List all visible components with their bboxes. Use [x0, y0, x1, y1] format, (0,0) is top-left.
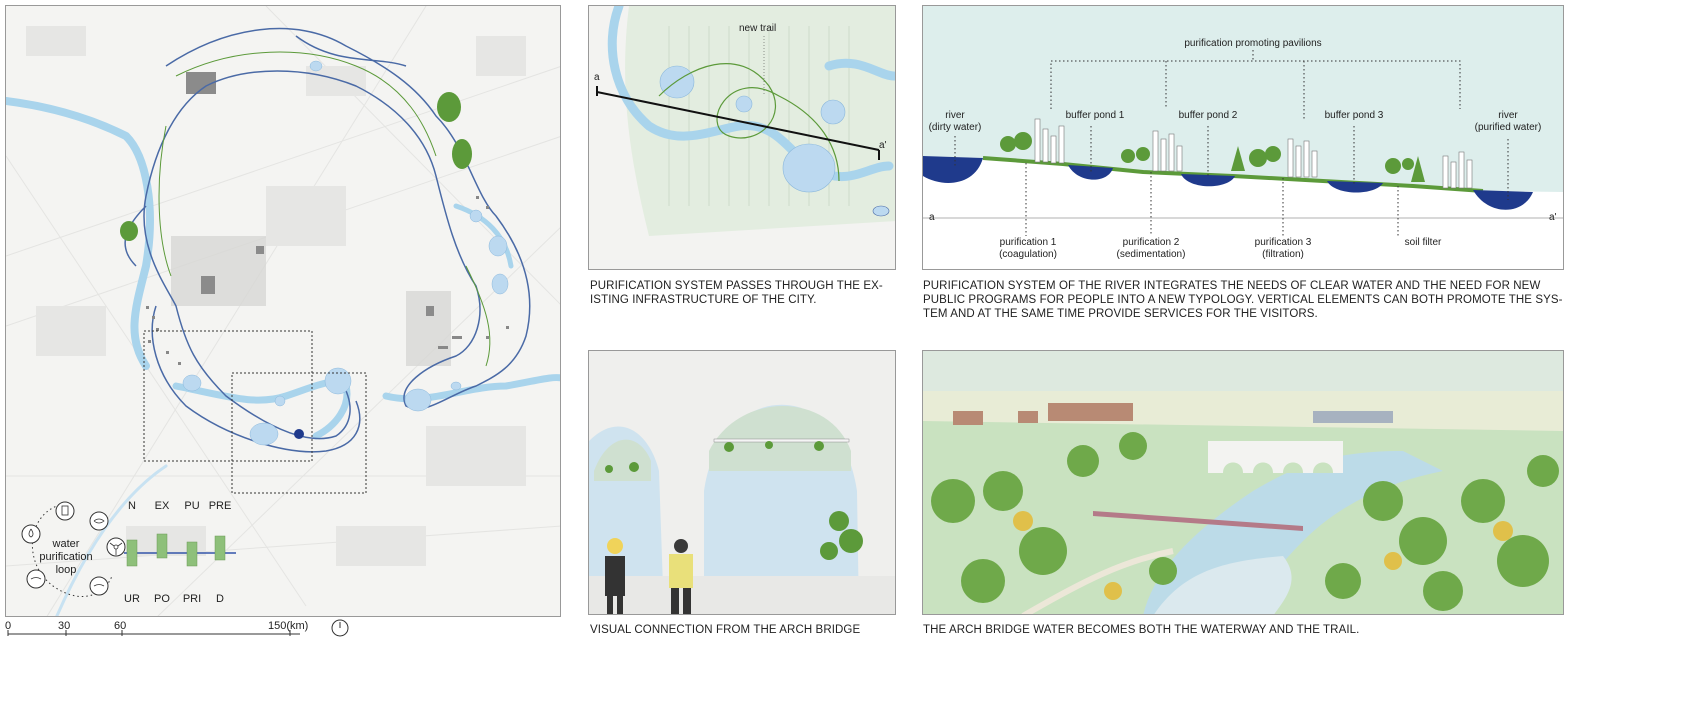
legend-loop: water purification loop — [21, 501, 126, 597]
green-trail — [158, 51, 491, 367]
pavilion-leaders — [1050, 50, 1461, 121]
scale-30: 30 — [58, 620, 70, 632]
section-label-a: a — [929, 212, 935, 223]
code-pre: PRE — [209, 500, 232, 512]
fish-tank-icon — [89, 576, 109, 596]
code-ex: EX — [155, 500, 170, 512]
purification-2: purification 2 — [1123, 237, 1180, 248]
dark-pond — [294, 429, 304, 439]
buffer-pond-1: buffer pond 1 — [1066, 110, 1125, 121]
aerial-illustration — [923, 351, 1563, 614]
molecule-icon — [106, 537, 126, 557]
buffer-pond-2: buffer pond 2 — [1179, 110, 1238, 121]
zoom-frame-2 — [231, 372, 367, 494]
settlement-dots — [146, 196, 509, 365]
loop-label-1: water — [52, 538, 80, 550]
scale-0: 0 — [5, 620, 11, 632]
zoom-frame-1 — [143, 330, 313, 462]
purification-3: purification 3 — [1255, 237, 1312, 248]
river-purified-2: (purified water) — [1475, 122, 1542, 133]
purification-1-sub: (coagulation) — [999, 249, 1057, 260]
legend-bars: N EX PU PRE UR PO PRI D — [124, 500, 236, 605]
aerial-caption: THE ARCH BRIDGE WATER BECOMES BOTH THE W… — [923, 624, 1360, 636]
code-d: D — [216, 593, 224, 605]
river-dirty-1: river — [945, 110, 965, 121]
section-caption: PURIFICATION SYSTEM OF THE RIVER INTEGRA… — [923, 280, 1563, 320]
loop-label-2: purification — [39, 551, 92, 563]
scale-60: 60 — [114, 620, 126, 632]
purification-1: purification 1 — [1000, 237, 1057, 248]
urban-zones — [171, 236, 451, 366]
bridge-view-caption: VISUAL CONNECTION FROM THE ARCH BRIDGE — [590, 624, 861, 636]
document-icon — [55, 501, 75, 521]
plan-drawing: new trail a a' — [589, 6, 895, 269]
person-left — [605, 538, 625, 614]
north-icon — [872, 205, 890, 217]
pond-icon — [26, 569, 46, 589]
plan-panel: new trail a a' — [588, 5, 896, 270]
park-area — [625, 6, 895, 236]
plan-caption: PURIFICATION SYSTEM PASSES THROUGH THE E… — [590, 280, 883, 306]
drop-icon — [21, 524, 41, 544]
code-po: PO — [154, 593, 170, 605]
river-dirty-2: (dirty water) — [929, 122, 982, 133]
new-trail-label: new trail — [739, 23, 776, 34]
cut-label-a: a — [594, 72, 600, 83]
section-cut-line — [596, 91, 880, 151]
fish-icon — [89, 511, 109, 531]
code-pri: PRI — [183, 593, 201, 605]
map-drawing: water purification loop N EX PU PRE UR P… — [6, 6, 560, 616]
code-pu: PU — [184, 500, 199, 512]
bridge-view-trees — [605, 441, 863, 560]
river — [6, 97, 560, 616]
aerial-trees — [931, 432, 1559, 611]
pavilion-columns — [1034, 118, 1473, 189]
scale-150: 150(km) — [268, 620, 308, 632]
section-drawing: purification promoting pavilions — [923, 6, 1563, 269]
person-right — [669, 539, 693, 614]
truss-bridge — [1093, 511, 1303, 531]
code-n: N — [128, 500, 136, 512]
section-label-a2: a' — [1549, 212, 1557, 223]
pavilions-title: purification promoting pavilions — [1184, 38, 1321, 49]
aerial-panel — [922, 350, 1564, 615]
section-panel: purification promoting pavilions — [922, 5, 1564, 270]
bridge-view-illustration — [589, 351, 895, 614]
loop-label-3: loop — [56, 564, 77, 576]
map-panel: water purification loop N EX PU PRE UR P… — [5, 5, 561, 617]
aerial-buildings — [953, 403, 1133, 425]
scale-bar: 0 30 60 150(km) — [5, 619, 349, 637]
new-trail-line — [658, 63, 840, 182]
soil-filter: soil filter — [1405, 237, 1442, 248]
ponds — [182, 60, 509, 446]
code-ur: UR — [124, 593, 140, 605]
label-leaders — [954, 126, 1509, 236]
section-trees — [1000, 132, 1425, 182]
green-patches — [120, 92, 472, 241]
section-water — [923, 156, 1533, 210]
aerial-yellow-trees — [1013, 511, 1513, 600]
purification-3-sub: (filtration) — [1262, 249, 1304, 260]
purification-2-sub: (sedimentation) — [1117, 249, 1186, 260]
aerial-trail — [1021, 548, 1174, 614]
plan-ponds — [659, 65, 846, 193]
bridge-view-panel — [588, 350, 896, 615]
cut-label-a2: a' — [879, 140, 887, 151]
river-purified-1: river — [1498, 110, 1518, 121]
buffer-pond-3: buffer pond 3 — [1325, 110, 1384, 121]
dark-buildings — [186, 72, 434, 316]
